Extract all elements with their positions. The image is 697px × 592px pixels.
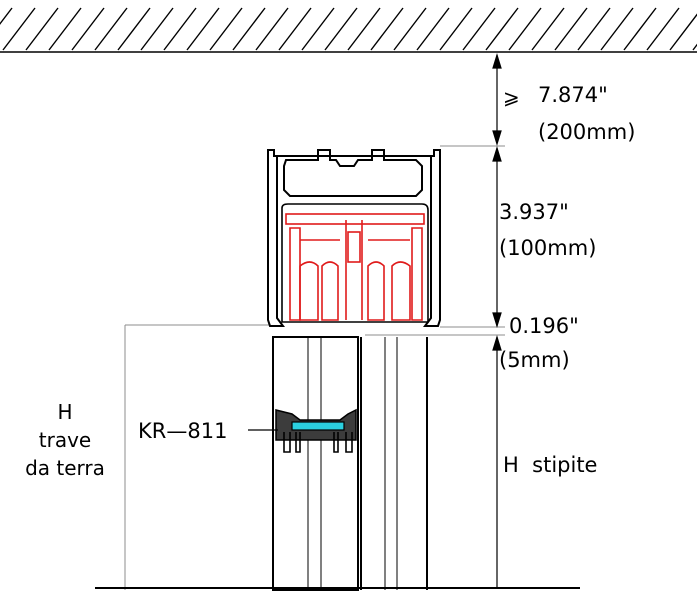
hatch-stroke bbox=[623, 7, 657, 51]
hatch-stroke bbox=[117, 7, 151, 51]
hatch-stroke bbox=[301, 7, 335, 51]
hatch-stroke bbox=[485, 7, 519, 51]
sliding-track bbox=[285, 213, 425, 321]
hatch-stroke bbox=[48, 7, 82, 51]
reference-lines bbox=[124, 145, 505, 590]
gap-mm: (5mm) bbox=[499, 348, 570, 372]
gap-inches: 0.196" bbox=[509, 314, 579, 338]
jamb-height-label: H stipite bbox=[503, 453, 597, 477]
hatch-stroke bbox=[209, 7, 243, 51]
hatch-stroke bbox=[25, 7, 59, 51]
hatch-stroke bbox=[370, 7, 404, 51]
clearance-inches: 7.874" bbox=[538, 83, 608, 107]
rail-height-inches: 3.937" bbox=[499, 200, 569, 224]
hatch-stroke bbox=[255, 7, 289, 51]
ceiling-hatch bbox=[0, 7, 697, 53]
hatch-stroke bbox=[646, 7, 680, 51]
hatch-stroke bbox=[531, 7, 565, 51]
hatch-stroke bbox=[186, 7, 220, 51]
profile-code-label: KR—811 bbox=[138, 419, 227, 443]
hatch-stroke bbox=[577, 7, 611, 51]
hatch-stroke bbox=[508, 7, 542, 51]
kr811-profile bbox=[275, 408, 357, 453]
jamb-height-dimension-line bbox=[492, 334, 502, 588]
hatch-stroke bbox=[140, 7, 174, 51]
beam-h-label: H bbox=[57, 400, 72, 424]
clearance-dimension-line bbox=[492, 52, 502, 147]
beam-trave-label: trave bbox=[39, 428, 91, 452]
hatch-stroke bbox=[600, 7, 634, 51]
hatch-stroke bbox=[232, 7, 266, 51]
hatch-stroke bbox=[324, 7, 358, 51]
glass-panels bbox=[272, 336, 428, 591]
clearance-mm: (200mm) bbox=[538, 120, 635, 144]
hatch-stroke bbox=[416, 7, 450, 51]
hatch-stroke bbox=[94, 7, 128, 51]
hatch-stroke bbox=[439, 7, 473, 51]
hatch-stroke bbox=[347, 7, 381, 51]
hatch-stroke bbox=[462, 7, 496, 51]
clearance-symbol: ⩾ bbox=[503, 85, 520, 109]
beam-da-terra-label: da terra bbox=[25, 456, 105, 480]
hatch-stroke bbox=[71, 7, 105, 51]
hatch-stroke bbox=[278, 7, 312, 51]
hatch-stroke bbox=[393, 7, 427, 51]
hatch-stroke bbox=[2, 7, 36, 51]
hatch-stroke bbox=[0, 7, 13, 25]
top-rail-profile bbox=[267, 149, 441, 327]
hatch-stroke bbox=[163, 7, 197, 51]
rail-height-dimension-line bbox=[492, 145, 502, 329]
hatch-stroke bbox=[554, 7, 588, 51]
rail-height-mm: (100mm) bbox=[499, 236, 596, 260]
